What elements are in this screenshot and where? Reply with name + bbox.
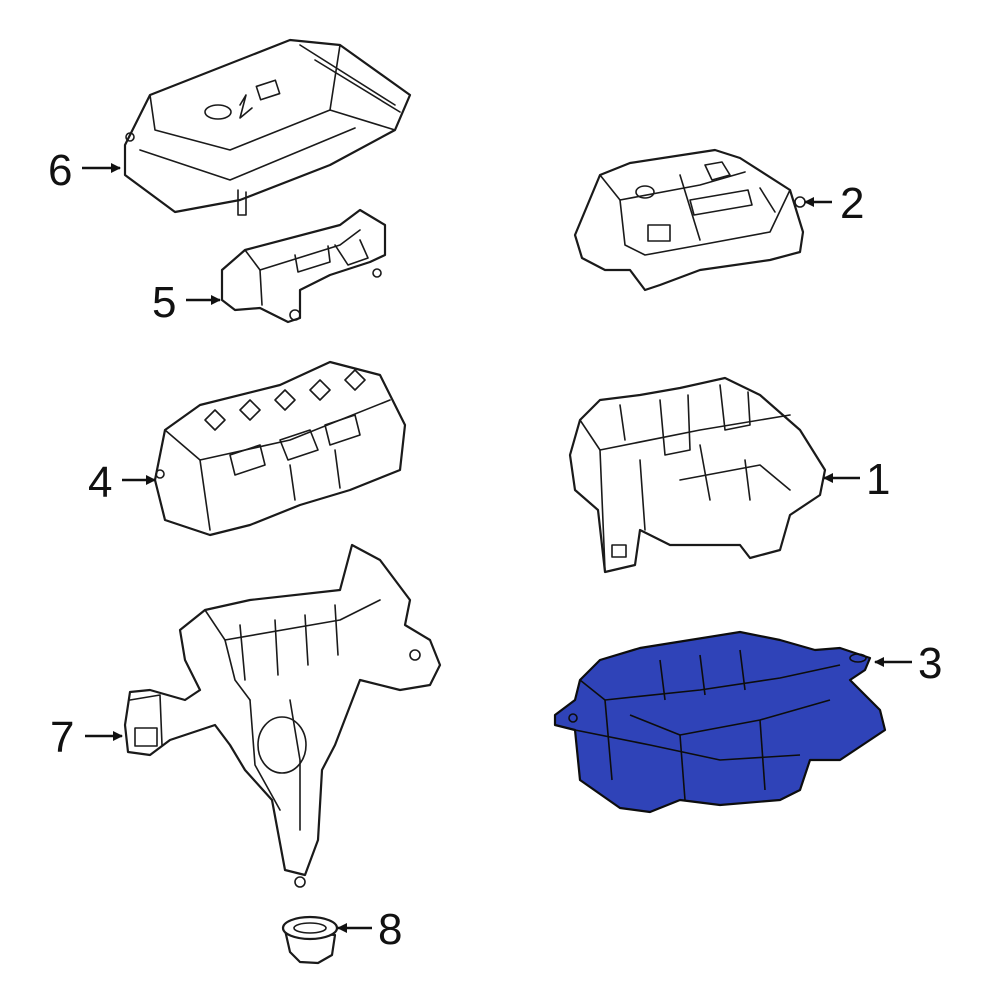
callout-number-5: 5	[152, 278, 176, 327]
callout-number-2: 2	[840, 179, 864, 228]
callout-4: 4	[88, 458, 156, 507]
part-7-tray[interactable]	[123, 543, 442, 888]
callout-5: 5	[152, 278, 221, 327]
callout-3: 3	[874, 639, 942, 688]
part-5-bracket[interactable]	[220, 208, 387, 324]
callout-number-1: 1	[866, 455, 890, 504]
part-1-housing[interactable]	[568, 376, 827, 574]
callout-2: 2	[804, 179, 864, 228]
callout-6: 6	[48, 146, 121, 195]
callout-number-4: 4	[88, 458, 112, 507]
part-6-cover[interactable]	[123, 38, 412, 216]
callout-number-3: 3	[918, 639, 942, 688]
part-8-grommet[interactable]	[281, 915, 339, 965]
callout-number-8: 8	[378, 905, 402, 954]
callout-number-7: 7	[50, 713, 74, 762]
part-3-lower-housing[interactable]	[553, 630, 887, 814]
callout-number-6: 6	[48, 146, 72, 195]
callout-8: 8	[337, 905, 402, 954]
part-4-module[interactable]	[153, 360, 407, 537]
part-2-plate[interactable]	[573, 148, 806, 292]
callout-7: 7	[50, 713, 123, 762]
callout-1: 1	[823, 455, 890, 504]
